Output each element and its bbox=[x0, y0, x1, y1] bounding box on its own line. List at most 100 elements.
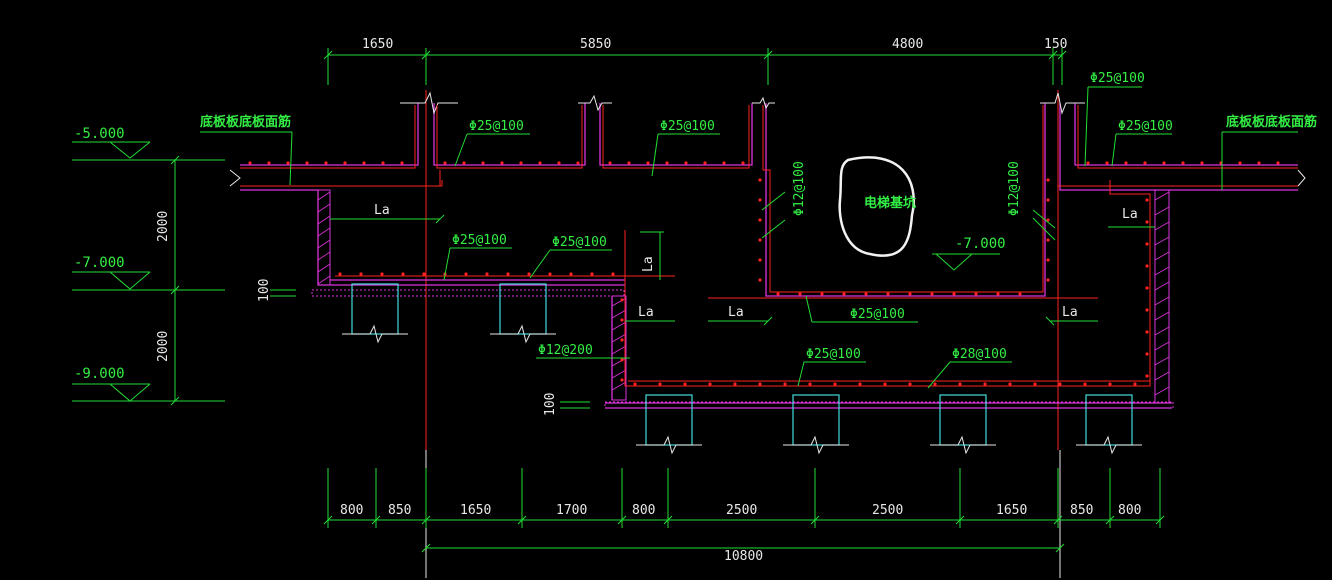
rebar-dot bbox=[576, 161, 580, 165]
rebar-mid-2: Φ25@100 bbox=[552, 235, 607, 250]
rebar-deep-1: Φ25@100 bbox=[806, 347, 861, 362]
top-dim-3: 4800 bbox=[892, 37, 923, 52]
rebar-dot bbox=[627, 161, 631, 165]
anchorage-label-2: La bbox=[1122, 207, 1138, 222]
rebar-dot bbox=[758, 258, 762, 262]
rebar-mid-1: Φ25@100 bbox=[452, 233, 507, 248]
rebar-dot bbox=[708, 382, 712, 386]
anchorage-label-3: La bbox=[728, 305, 744, 320]
rebar-dot bbox=[758, 198, 762, 202]
rebar-dots bbox=[248, 161, 1280, 386]
rebar-dot bbox=[646, 161, 650, 165]
break-symbols bbox=[229, 91, 1306, 187]
pit-elevation-label: -7.000 bbox=[955, 236, 1006, 252]
bottom-dim-6: 2500 bbox=[726, 503, 757, 518]
rebar-dot bbox=[1238, 161, 1242, 165]
rebar-dot bbox=[422, 272, 426, 276]
rebar-dot bbox=[665, 161, 669, 165]
rebar-dot bbox=[1162, 161, 1166, 165]
rebar-dot bbox=[380, 272, 384, 276]
rebar-dot bbox=[758, 178, 762, 182]
rebar-dot bbox=[776, 292, 780, 296]
anchorage-label-1: La bbox=[374, 203, 390, 218]
rebar-top-right-1: Φ25@100 bbox=[1090, 71, 1145, 86]
rebar-dot bbox=[1124, 161, 1128, 165]
rebar-dot bbox=[1145, 330, 1149, 334]
rebar-top-right-2: Φ25@100 bbox=[1118, 119, 1173, 134]
rebar-dot bbox=[883, 382, 887, 386]
pile-3 bbox=[645, 394, 693, 446]
rebar-dot bbox=[633, 382, 637, 386]
bottom-dim-5: 800 bbox=[632, 503, 655, 518]
rebar-dot bbox=[343, 161, 347, 165]
rebar-dot bbox=[1145, 220, 1149, 224]
small-dim-2: 100 bbox=[543, 393, 558, 416]
rebar-dot bbox=[485, 272, 489, 276]
rebar-dot bbox=[464, 272, 468, 276]
rebar-dot bbox=[608, 161, 612, 165]
anchorage-label-6: La bbox=[641, 256, 656, 272]
rebar-dot bbox=[401, 272, 405, 276]
rebar-dot bbox=[1145, 198, 1149, 202]
rebar-dot bbox=[1046, 258, 1050, 262]
rebar-dot bbox=[758, 278, 762, 282]
rebar-dot bbox=[620, 378, 624, 382]
small-dim-1: 100 bbox=[257, 279, 272, 302]
rebar-dot bbox=[1008, 382, 1012, 386]
rebar-dot bbox=[958, 382, 962, 386]
rebar-dot bbox=[620, 358, 624, 362]
rebar-pit-bottom: Φ25@100 bbox=[850, 307, 905, 322]
bottom-dim-tick bbox=[517, 515, 527, 525]
rebar-dot bbox=[933, 382, 937, 386]
elevation-markers: -5.000 -7.000 -9.000 2000 2000 bbox=[72, 126, 225, 406]
rebar-dot bbox=[886, 292, 890, 296]
rebar-dot bbox=[1145, 286, 1149, 290]
total-dim: 10800 bbox=[724, 549, 763, 564]
rebar-dot bbox=[798, 292, 802, 296]
bottom-dim-7: 2500 bbox=[872, 503, 903, 518]
bottom-dim-tick bbox=[1053, 515, 1063, 525]
rebar-dot bbox=[620, 298, 624, 302]
pile-4 bbox=[792, 394, 840, 446]
bottom-dim-tick bbox=[1155, 515, 1165, 525]
anchorage-label-5: La bbox=[638, 305, 654, 320]
bottom-dim-tick bbox=[323, 515, 333, 525]
rebar-wall-right: Φ12@100 bbox=[1007, 161, 1022, 216]
rebar-dot bbox=[1046, 198, 1050, 202]
rebar-dot bbox=[1145, 308, 1149, 312]
rebar-dot bbox=[758, 218, 762, 222]
rebar-dot bbox=[519, 161, 523, 165]
rebar-dot bbox=[1033, 382, 1037, 386]
rebar-dot bbox=[1046, 178, 1050, 182]
rebar-dot bbox=[1018, 292, 1022, 296]
rebar-dot bbox=[758, 382, 762, 386]
rebar-dot bbox=[359, 272, 363, 276]
rebar-top-1: Φ25@100 bbox=[469, 119, 524, 134]
bottom-dim-8: 1650 bbox=[996, 503, 1027, 518]
bottom-dim-9: 850 bbox=[1070, 503, 1093, 518]
bottom-dim-tick bbox=[617, 515, 627, 525]
rebar-dot bbox=[443, 161, 447, 165]
bottom-dim-tick bbox=[663, 515, 673, 525]
rebar-wall-left: Φ12@100 bbox=[792, 161, 807, 216]
top-dim-2: 5850 bbox=[580, 37, 611, 52]
rebar-dot bbox=[1181, 161, 1185, 165]
rebar-dot bbox=[1058, 382, 1062, 386]
rebar-dot bbox=[611, 272, 615, 276]
rebar-dot bbox=[974, 292, 978, 296]
top-dimension-group: 1650 5850 4800 150 bbox=[323, 37, 1067, 85]
rebar-dot bbox=[1145, 352, 1149, 356]
rebar-dot bbox=[620, 338, 624, 342]
label-left-slab-rebar: 底板板底板面筋 bbox=[200, 114, 291, 130]
rebar-top-2: Φ25@100 bbox=[660, 119, 715, 134]
rebar-dot bbox=[908, 382, 912, 386]
rebar-dot bbox=[1276, 161, 1280, 165]
rebar-dot bbox=[381, 161, 385, 165]
bottom-dim-tick bbox=[421, 515, 431, 525]
rebar-dot bbox=[538, 161, 542, 165]
revision-cloud bbox=[838, 156, 915, 257]
bottom-dim-tick bbox=[1105, 515, 1115, 525]
rebar-step-wall: Φ12@200 bbox=[538, 343, 593, 358]
rebar-dot bbox=[267, 161, 271, 165]
